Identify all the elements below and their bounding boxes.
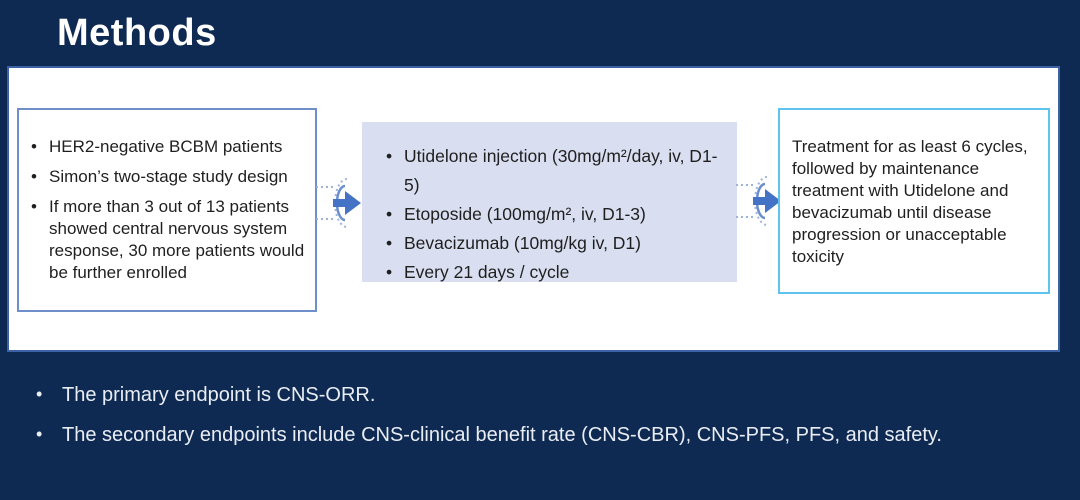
maintenance-text: Treatment for as least 6 cycles, followe… [792,137,1028,266]
treatment-bullet-item: Utidelone injection (30mg/m²/day, iv, D1… [384,142,729,200]
slide-title: Methods [57,12,217,54]
eligibility-bullet-list: HER2-negative BCBM patients Simon’s two-… [29,136,305,284]
treatment-bullet-item: Every 21 days / cycle [384,258,729,287]
treatment-bullet-list: Utidelone injection (30mg/m²/day, iv, D1… [384,142,729,287]
endpoint-item: The secondary endpoints include CNS-clin… [30,421,942,448]
content-panel: HER2-negative BCBM patients Simon’s two-… [7,66,1060,352]
eligibility-bullet-item: Simon’s two-stage study design [29,166,305,188]
flow-arrow-icon [315,174,367,232]
endpoint-item: The primary endpoint is CNS-ORR. [30,381,942,408]
eligibility-bullet-item: If more than 3 out of 13 patients showed… [29,196,305,284]
endpoints-list: The primary endpoint is CNS-ORR. The sec… [30,381,942,462]
maintenance-box: Treatment for as least 6 cycles, followe… [778,108,1050,294]
treatment-bullet-item: Bevacizumab (10mg/kg iv, D1) [384,229,729,258]
flow-arrow-icon [735,172,787,230]
treatment-bullet-item: Etoposide (100mg/m², iv, D1-3) [384,200,729,229]
eligibility-box: HER2-negative BCBM patients Simon’s two-… [17,108,317,312]
eligibility-bullet-item: HER2-negative BCBM patients [29,136,305,158]
treatment-box: Utidelone injection (30mg/m²/day, iv, D1… [362,122,737,287]
